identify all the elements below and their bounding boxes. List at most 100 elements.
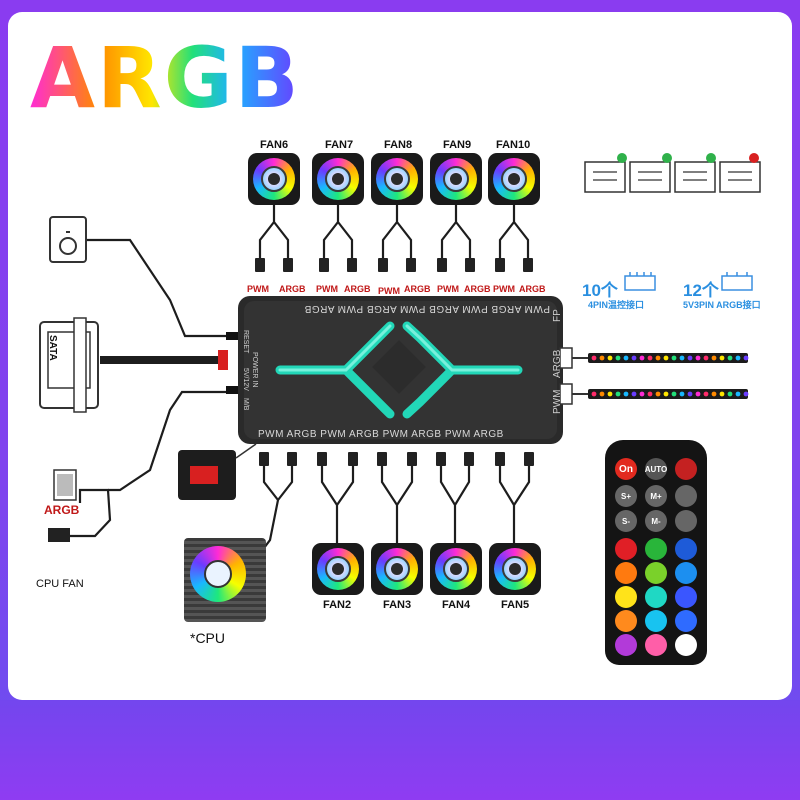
fan-9 [430,153,482,205]
connector-label: ARGB [344,284,371,294]
hub-pwm-label: PWM [552,389,563,414]
led-dot [607,355,613,361]
fan-6 [248,153,300,205]
connector-label: PWM [437,284,459,294]
color-button[interactable] [615,634,637,656]
connector-label: PWM [316,284,338,294]
led-dot [735,391,741,397]
led-dot [679,391,685,397]
cpu-cooler-label: *CPU [190,630,226,646]
led-dot [719,391,725,397]
color-button[interactable] [645,586,667,608]
fan-5 [489,543,541,595]
fan-10-label: FAN10 [496,139,531,151]
power-button[interactable]: On [615,458,637,480]
led-dot [615,391,621,397]
brightness-down-button[interactable] [675,510,697,532]
connector-label: PWM [247,284,269,294]
cpu-cooler [184,538,266,622]
fan-9-label: FAN9 [443,139,472,151]
hub-fp-label: FP [552,309,563,322]
led-dot [607,391,613,397]
remote-control: On AUTO S+ M+ S- M- [605,440,707,665]
led-dot [591,355,597,361]
fan-8-label: FAN8 [384,139,413,151]
fan-5-label: FAN5 [501,599,530,611]
spec-pwm-count: 10个 [582,281,618,300]
led-dot [639,391,645,397]
led-dot [647,391,653,397]
connector-label: PWM [378,286,400,296]
hub-power-label: POWER IN [251,352,258,388]
color-button[interactable] [615,562,637,584]
led-dot [623,355,629,361]
page-title: ARGB [30,29,301,127]
led-dot [591,391,597,397]
led-dot [655,391,661,397]
led-dot [671,355,677,361]
fan-10 [488,153,540,205]
fan-6-label: FAN6 [260,139,289,151]
connector-label: ARGB [519,284,546,294]
led-dot [711,391,717,397]
hub-voltage-label: 5V/12V [242,368,249,391]
led-dot [639,355,645,361]
color-button[interactable] [615,538,637,560]
led-dot [703,355,709,361]
led-dot [695,355,701,361]
led-dot [655,355,661,361]
auto-button[interactable]: AUTO [645,458,667,480]
color-button[interactable] [645,538,667,560]
led-dot [687,391,693,397]
led-dot [727,355,733,361]
mode-down-button[interactable]: M- [645,510,667,532]
led-dot [623,391,629,397]
fan-4-label: FAN4 [442,599,471,611]
led-dot [703,391,709,397]
color-button[interactable] [645,562,667,584]
mode-button[interactable] [675,458,697,480]
color-button[interactable] [675,586,697,608]
led-dot [687,355,693,361]
connector-label: ARGB [404,284,431,294]
spec-argb-count: 12个 [683,281,719,300]
connector-label: PWM [493,284,515,294]
hub-reset-label: RESET [242,330,249,354]
fan-2 [312,543,364,595]
color-button[interactable] [645,610,667,632]
color-button[interactable] [675,538,697,560]
color-button[interactable] [675,610,697,632]
hub-bottom-labels: PWM ARGB PWM ARGB PWM ARGB PWM ARGB [258,429,504,440]
color-button[interactable] [675,634,697,656]
fan-4 [430,543,482,595]
spec-argb-text: 5V3PIN ARGB接口 [683,300,761,310]
led-dot [631,391,637,397]
color-button[interactable] [645,634,667,656]
color-button[interactable] [675,562,697,584]
color-button[interactable] [615,610,637,632]
fan-3 [371,543,423,595]
led-dot [743,355,749,361]
mode-up-button[interactable]: M+ [645,485,667,507]
argb-label: ARGB [44,503,80,517]
speed-down-button[interactable]: S- [615,510,637,532]
fan-7 [312,153,364,205]
led-dot [663,355,669,361]
brightness-up-button[interactable] [675,485,697,507]
led-dot [743,391,749,397]
speed-up-button[interactable]: S+ [615,485,637,507]
fan-8 [371,153,423,205]
led-dot [647,355,653,361]
fan-7-label: FAN7 [325,139,354,151]
fan-3-label: FAN3 [383,599,412,611]
led-dot [711,355,717,361]
led-dot [695,391,701,397]
led-dot [671,391,677,397]
led-dot [663,391,669,397]
led-dot [727,391,733,397]
color-button[interactable] [615,586,637,608]
connector-label: ARGB [464,284,491,294]
led-dot [631,355,637,361]
bottom-band [0,700,800,800]
